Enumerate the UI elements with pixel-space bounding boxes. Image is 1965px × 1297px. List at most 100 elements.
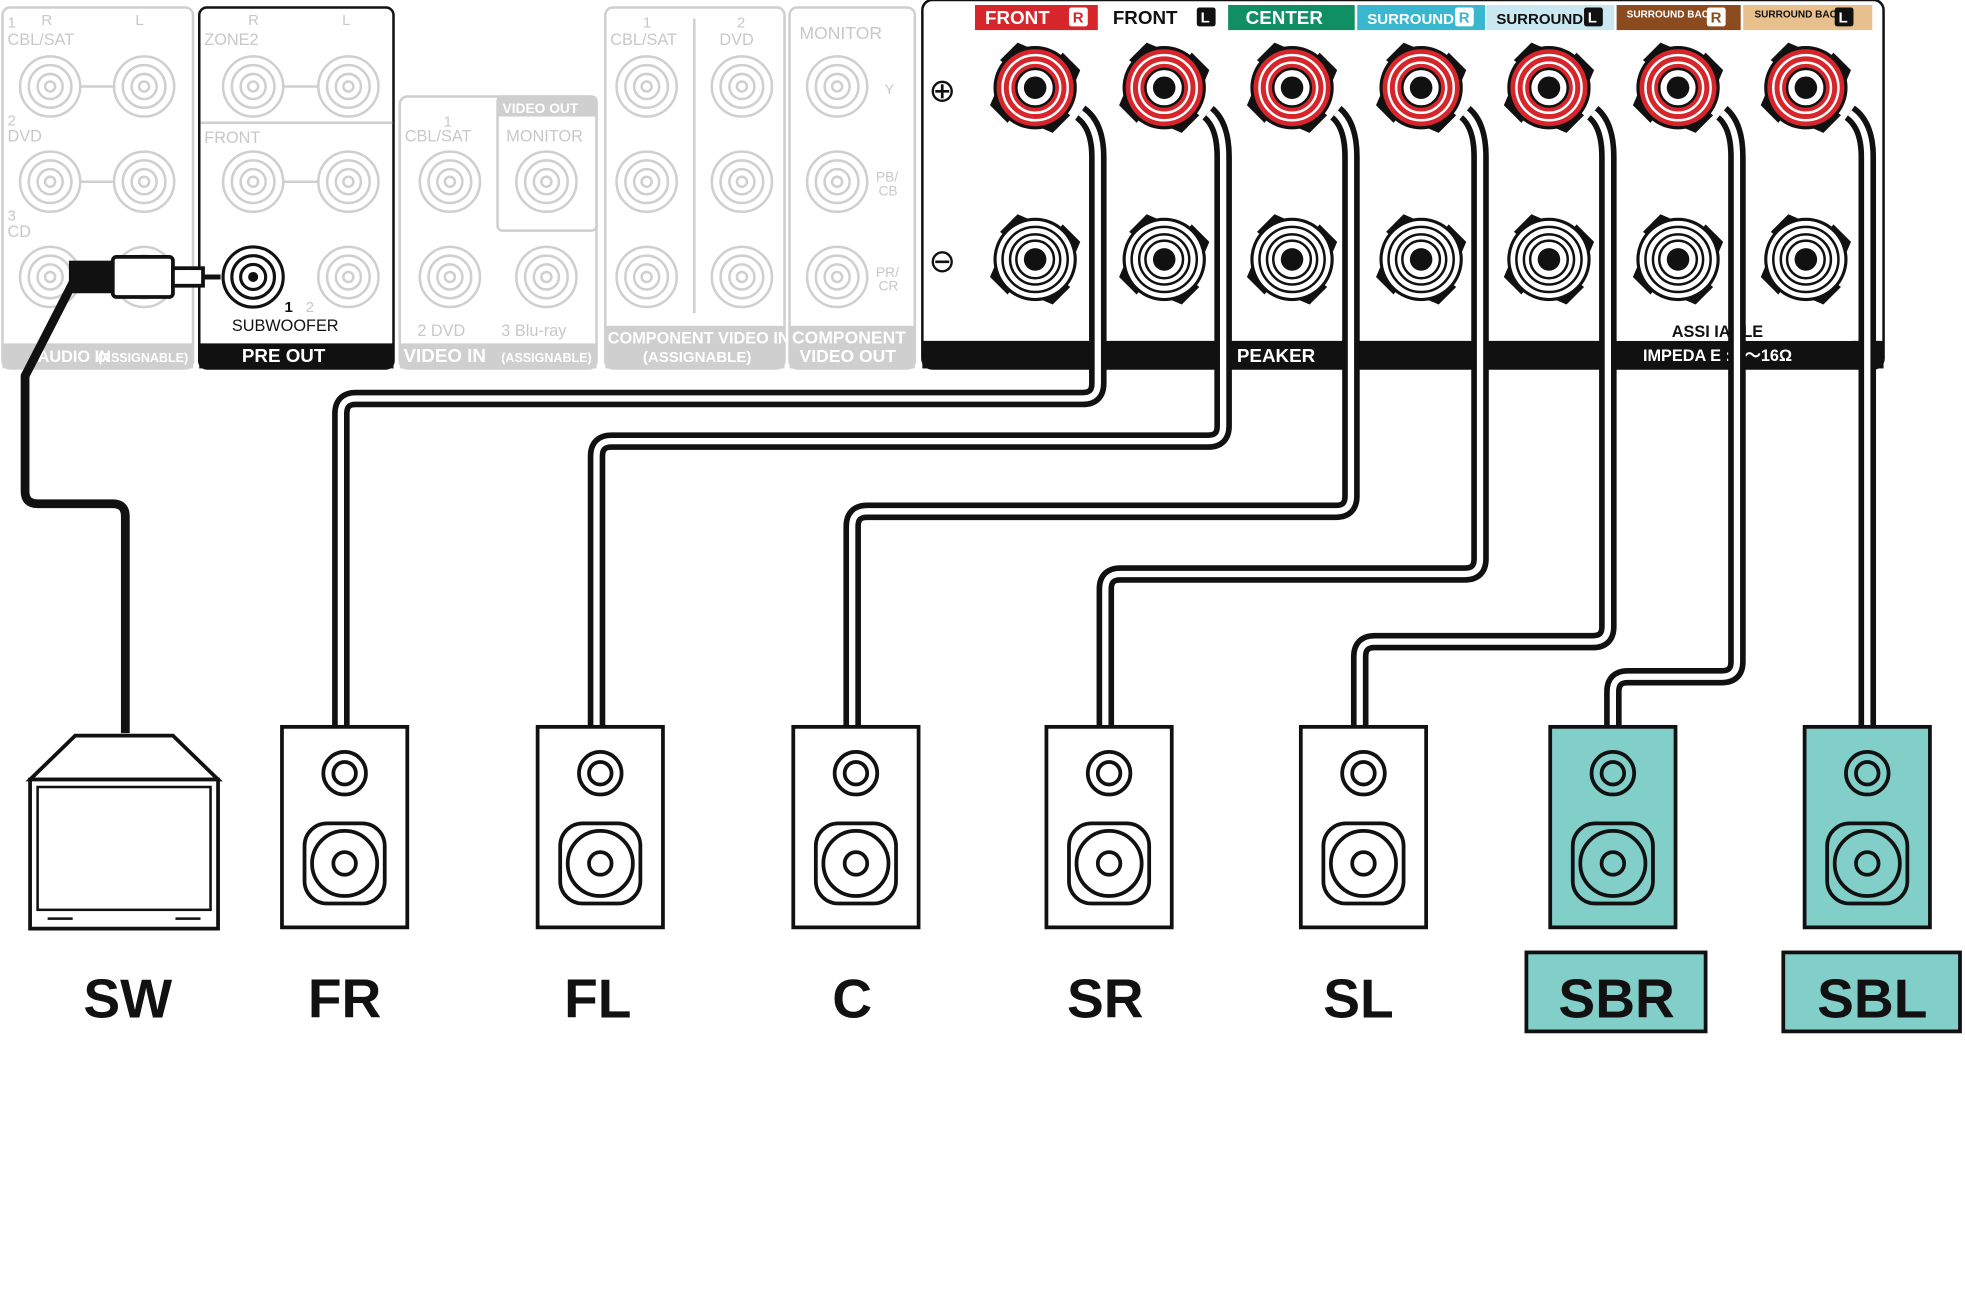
tweeter-icon bbox=[1340, 750, 1387, 797]
speaker-label-sbl: SBL bbox=[1817, 968, 1927, 1030]
component-in-label: COMPONENT VIDEO IN bbox=[608, 329, 790, 347]
cable-fr bbox=[332, 105, 1107, 727]
tweeter-icon bbox=[832, 750, 880, 797]
terminal-surround-l-minus[interactable] bbox=[1503, 214, 1595, 305]
speaker-unit-sr bbox=[1044, 724, 1174, 930]
terminal-front-l-plus[interactable] bbox=[1119, 42, 1210, 133]
terminal-label-front-l: FRONT bbox=[1113, 7, 1178, 28]
video-in-3-label: 3 Blu-ray bbox=[501, 322, 567, 340]
terminal-surround-l-plus[interactable] bbox=[1503, 42, 1595, 133]
woofer-icon bbox=[1825, 821, 1910, 906]
woofer-icon bbox=[1321, 821, 1406, 906]
speakers-section: FRONT FRONT CENTER SURROUND SURROUND SUR… bbox=[921, 0, 1885, 370]
component-in-2-num: 2 bbox=[737, 15, 745, 32]
ch-badge-front-r: R bbox=[1073, 10, 1084, 27]
video-in-2-label: 2 DVD bbox=[417, 322, 465, 340]
terminal-label-surround-back-r: SURROUND BACK bbox=[1627, 10, 1717, 21]
tweeter-icon bbox=[1085, 750, 1133, 797]
speaker-terminals[interactable] bbox=[990, 42, 1851, 305]
cable-fl bbox=[587, 106, 1232, 727]
ch-badge-front-l: L bbox=[1201, 10, 1210, 27]
woofer-icon bbox=[1570, 821, 1655, 906]
component-in-1-num: 1 bbox=[643, 15, 651, 32]
speaker-label-sw: SW bbox=[83, 968, 172, 1030]
ch-badge-surround-r: R bbox=[1459, 10, 1470, 27]
component-in-sub: (ASSIGNABLE) bbox=[643, 349, 751, 366]
video-in-section: 1 CBL/SAT VIDEO OUT MONITOR 2 DVD 3 Blu-… bbox=[398, 95, 598, 370]
component-out-pr: PR/ bbox=[876, 265, 899, 280]
woofer-icon bbox=[558, 821, 643, 906]
sbl-label-box bbox=[1781, 950, 1962, 1034]
speaker-unit-sbl bbox=[1802, 724, 1932, 930]
video-in-sub: (ASSIGNABLE) bbox=[501, 351, 591, 365]
audio-in-sub: (ASSIGNABLE) bbox=[98, 351, 188, 365]
cable-sl bbox=[1350, 106, 1617, 727]
terminal-center-minus[interactable] bbox=[1246, 214, 1338, 305]
component-out-cr: CR bbox=[878, 279, 898, 294]
impedance-label: IMPEDA E : 4～16Ω bbox=[1643, 347, 1792, 365]
speaker-unit-fl bbox=[535, 724, 665, 930]
tweeter-icon bbox=[577, 750, 624, 797]
video-in-label: VIDEO IN bbox=[404, 345, 486, 366]
speaker-unit-fr bbox=[280, 724, 410, 930]
cable-sw bbox=[20, 276, 130, 734]
ch-badge-surround-back-l: L bbox=[1838, 10, 1847, 27]
sbr-label-box bbox=[1524, 950, 1708, 1034]
terminal-center-plus[interactable] bbox=[1246, 42, 1338, 133]
subwoofer-pre-out-jack[interactable] bbox=[221, 245, 285, 309]
cable-sbr bbox=[1604, 106, 1746, 727]
ch-badge-surround-l: L bbox=[1588, 10, 1597, 27]
speaker-unit-sl bbox=[1298, 724, 1429, 930]
terminal-surround-r-minus[interactable] bbox=[1376, 214, 1467, 305]
speaker-label-sbr: SBR bbox=[1558, 968, 1674, 1030]
audio-in-ch-r: R bbox=[41, 12, 52, 29]
component-in-1-name: CBL/SAT bbox=[610, 31, 677, 49]
component-out-cb: CB bbox=[878, 183, 897, 198]
component-in-section: 1 CBL/SAT 2 DVD COMPONENT VIDEO IN (ASSI… bbox=[604, 6, 790, 370]
speaker-unit-sbr bbox=[1548, 724, 1678, 930]
cable-c bbox=[843, 106, 1360, 727]
tweeter-icon bbox=[1844, 750, 1891, 797]
terminal-surround-back-r-plus[interactable] bbox=[1632, 42, 1724, 133]
component-out-label-1: COMPONENT bbox=[792, 327, 906, 347]
plus-icon: ⊕ bbox=[929, 73, 956, 109]
component-out-y: Y bbox=[885, 82, 894, 97]
terminal-surround-back-l-minus[interactable] bbox=[1760, 214, 1851, 305]
subwoofer-2-label: 2 bbox=[306, 299, 314, 316]
terminal-label-surround-l: SURROUND bbox=[1496, 11, 1583, 28]
terminal-front-r-minus[interactable] bbox=[990, 214, 1081, 305]
terminal-front-r-plus[interactable] bbox=[990, 42, 1081, 133]
audio-in-jacks bbox=[18, 55, 176, 309]
speaker-cables bbox=[20, 105, 1877, 734]
subwoofer-label: SUBWOOFER bbox=[232, 317, 339, 335]
video-out-monitor: MONITOR bbox=[506, 128, 583, 146]
terminal-surround-back-l-plus[interactable] bbox=[1760, 42, 1851, 133]
terminal-surround-back-r-minus[interactable] bbox=[1632, 214, 1724, 305]
rca-plug-icon bbox=[68, 255, 221, 299]
ch-badge-surround-back-r: R bbox=[1711, 10, 1722, 27]
audio-in-section: R L 1 CBL/SAT 2 DVD 3 CD AUDIO IN (ASSIG… bbox=[1, 6, 195, 370]
video-in-1-num: 1 bbox=[444, 114, 452, 131]
component-out-monitor: MONITOR bbox=[800, 23, 882, 43]
cable-sr bbox=[1096, 106, 1489, 727]
speaker-label-fr: FR bbox=[308, 968, 381, 1030]
terminal-front-l-minus[interactable] bbox=[1119, 214, 1210, 305]
speaker-label-sr: SR bbox=[1067, 968, 1144, 1030]
tweeter-icon bbox=[321, 750, 368, 797]
subwoofer-1-label: 1 bbox=[284, 299, 292, 316]
diagram-canvas: R L 1 CBL/SAT 2 DVD 3 CD AUDIO IN (ASSIG… bbox=[1, 0, 1962, 1034]
pre-out-label: PRE OUT bbox=[242, 345, 326, 366]
minus-icon: ⊖ bbox=[929, 243, 956, 279]
terminal-surround-r-plus[interactable] bbox=[1376, 42, 1467, 133]
speaker-label-fl: FL bbox=[564, 968, 631, 1030]
zone2-label: ZONE2 bbox=[204, 31, 258, 49]
component-out-label-2: VIDEO OUT bbox=[800, 346, 897, 366]
tweeter-icon bbox=[1589, 750, 1637, 797]
audio-in-3-num: 3 bbox=[8, 208, 16, 225]
audio-in-2-name: DVD bbox=[8, 128, 42, 146]
component-out-pb: PB/ bbox=[876, 170, 898, 185]
terminal-label-center: CENTER bbox=[1246, 7, 1324, 28]
subwoofer-unit bbox=[25, 733, 223, 931]
pre-out-ch-r: R bbox=[248, 12, 259, 29]
